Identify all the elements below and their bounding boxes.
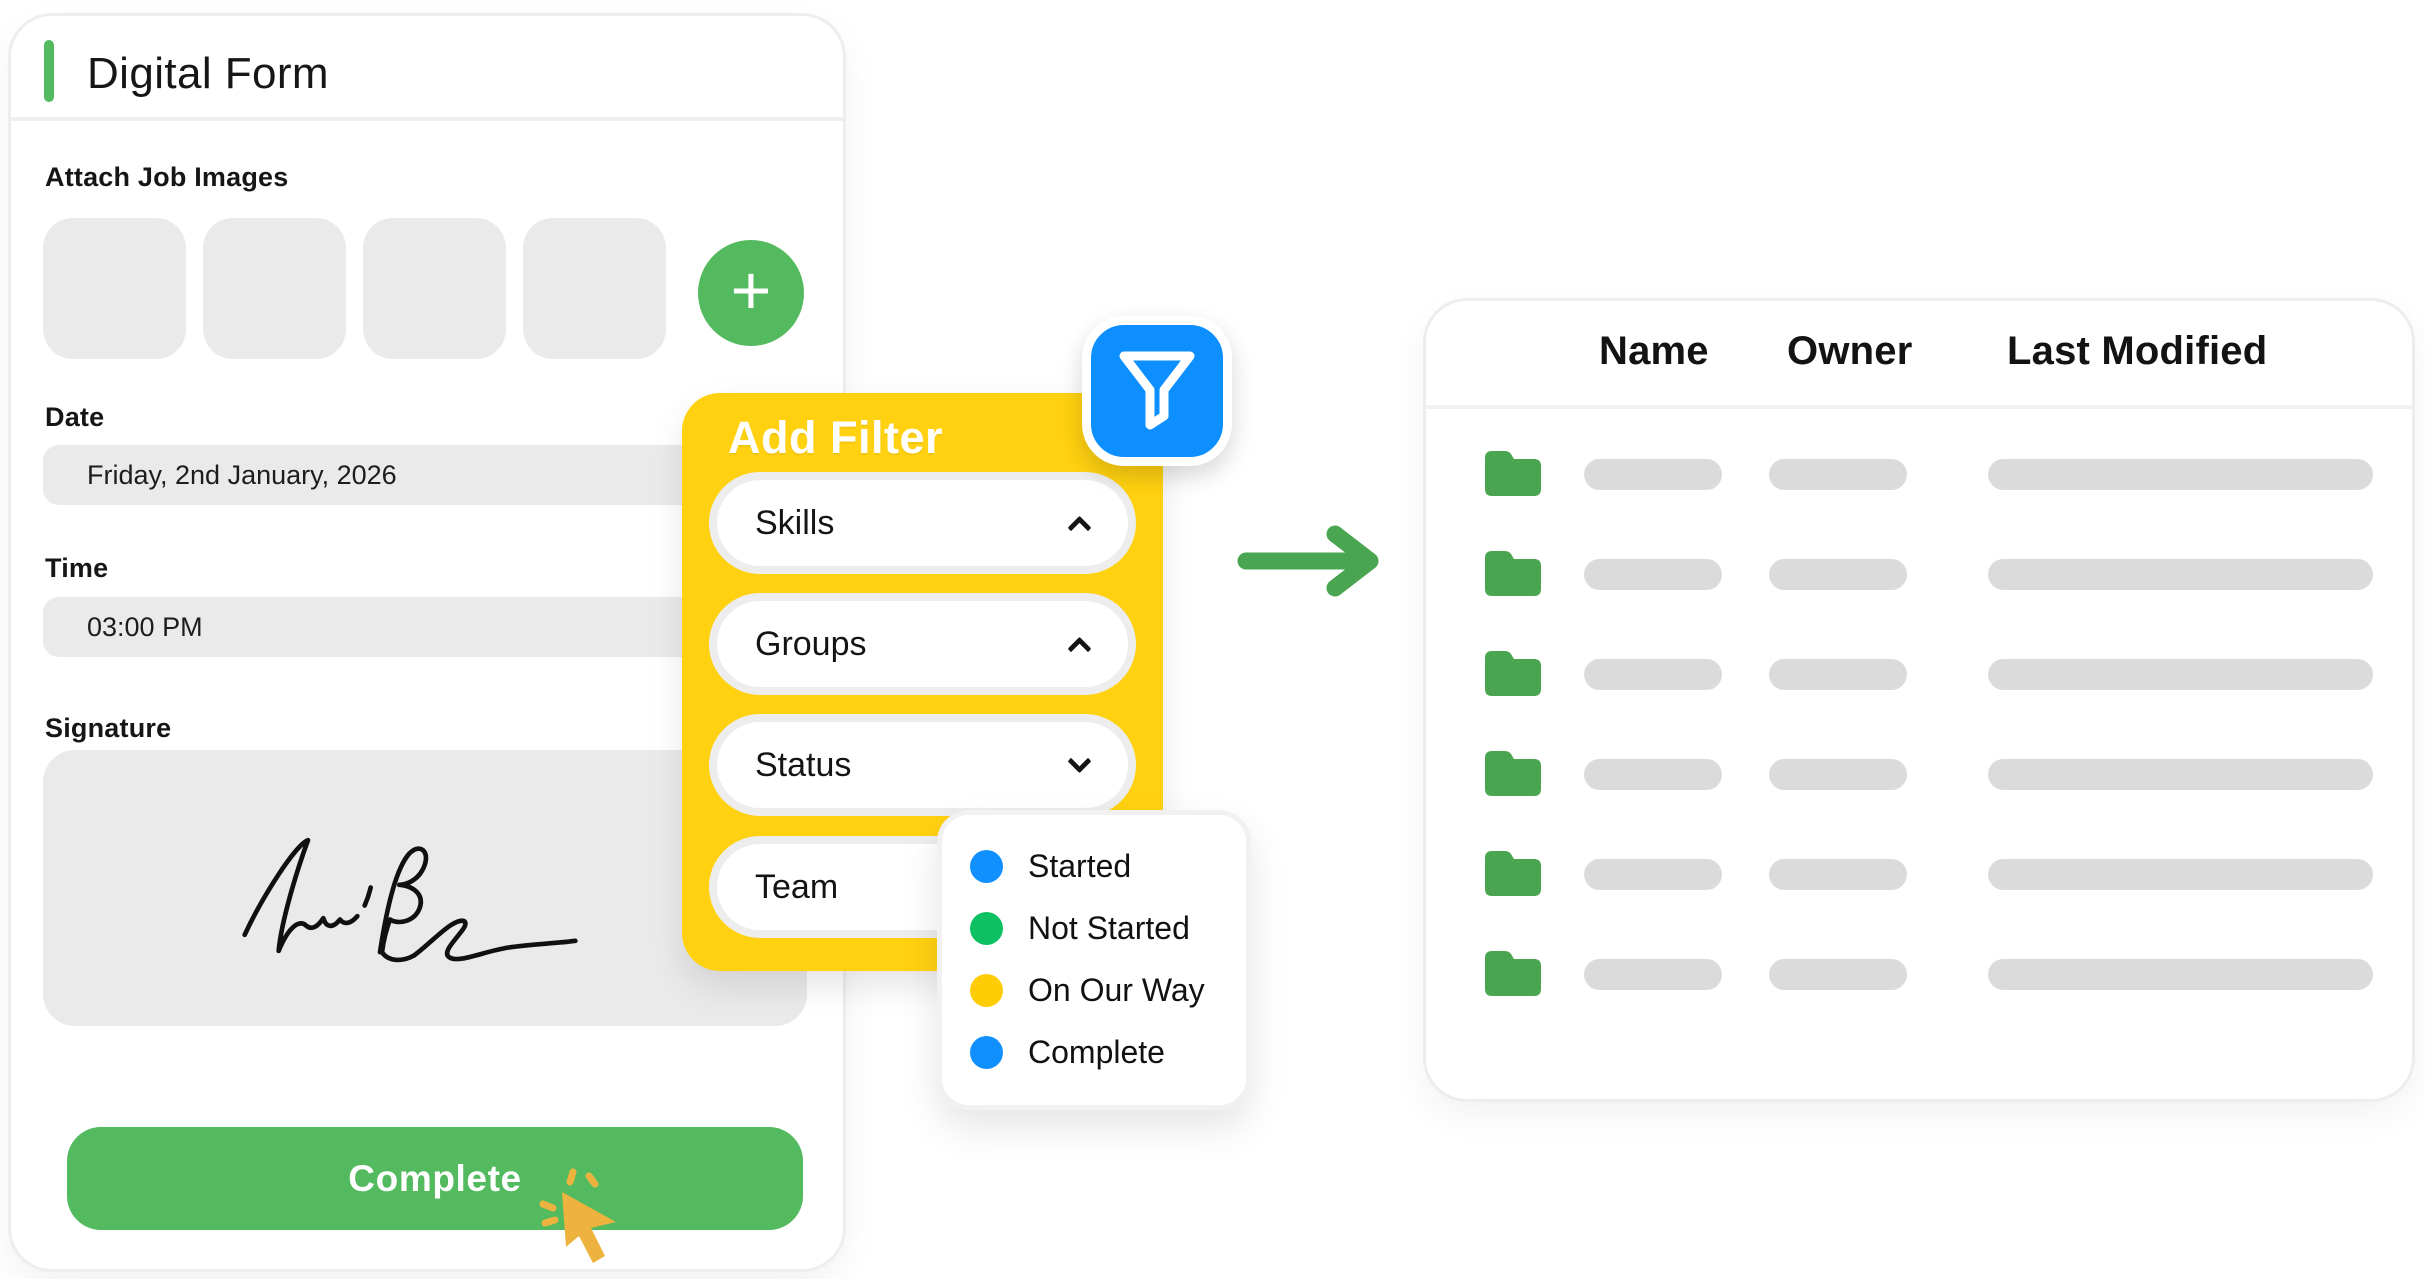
complete-button-label: Complete bbox=[348, 1157, 522, 1199]
status-option-label: Started bbox=[1028, 847, 1132, 884]
filter-option-label: Status bbox=[755, 745, 852, 784]
filter-option-status[interactable]: Status bbox=[709, 714, 1136, 816]
status-dot-yellow bbox=[970, 973, 1003, 1007]
flow-arrow-icon bbox=[1237, 525, 1379, 597]
placeholder-bar-last-modified bbox=[1988, 459, 2373, 490]
attach-images-label: Attach Job Images bbox=[45, 162, 289, 192]
form-title: Digital Form bbox=[87, 49, 329, 98]
status-option-label: Not Started bbox=[1028, 909, 1190, 946]
folder-icon bbox=[1485, 751, 1541, 796]
column-header-owner: Owner bbox=[1787, 329, 1913, 373]
image-slot-row bbox=[43, 218, 666, 359]
status-option-on-our-way[interactable]: On Our Way bbox=[970, 959, 1246, 1021]
placeholder-bar-last-modified bbox=[1988, 759, 2373, 790]
table-row[interactable] bbox=[1485, 749, 2412, 849]
status-option-label: Complete bbox=[1028, 1033, 1165, 1070]
filter-option-skills[interactable]: Skills bbox=[709, 472, 1136, 574]
image-placeholder-slot[interactable] bbox=[363, 218, 506, 359]
filter-option-label: Skills bbox=[755, 503, 835, 542]
status-dropdown-menu: Started Not Started On Our Way Complete bbox=[937, 810, 1251, 1110]
placeholder-bar-last-modified bbox=[1988, 959, 2373, 990]
column-header-name: Name bbox=[1599, 329, 1709, 373]
placeholder-bar-name bbox=[1584, 859, 1722, 890]
files-table-card: Name Owner Last Modified bbox=[1423, 298, 2415, 1102]
time-value: 03:00 PM bbox=[87, 611, 203, 642]
time-label: Time bbox=[45, 553, 109, 583]
signature-scribble bbox=[242, 837, 578, 963]
placeholder-bar-name bbox=[1584, 659, 1722, 690]
plus-icon: + bbox=[730, 251, 772, 329]
status-option-not-started[interactable]: Not Started bbox=[970, 897, 1246, 959]
status-option-started[interactable]: Started bbox=[970, 835, 1246, 897]
table-row[interactable] bbox=[1485, 449, 2412, 549]
filter-option-groups[interactable]: Groups bbox=[709, 593, 1136, 695]
chevron-up-icon bbox=[1067, 515, 1092, 540]
add-filter-panel: Add Filter Skills Groups Status Team bbox=[682, 393, 1163, 971]
folder-icon bbox=[1485, 851, 1541, 896]
title-accent-bar bbox=[44, 40, 54, 102]
status-dot-blue bbox=[970, 849, 1003, 883]
image-placeholder-slot[interactable] bbox=[523, 218, 666, 359]
status-dot-green bbox=[970, 911, 1003, 945]
placeholder-bar-name bbox=[1584, 759, 1722, 790]
chevron-down-icon bbox=[1067, 748, 1092, 773]
complete-button[interactable]: Complete bbox=[67, 1127, 803, 1230]
time-field[interactable]: 03:00 PM bbox=[43, 597, 807, 657]
column-header-last-modified: Last Modified bbox=[2007, 329, 2268, 373]
placeholder-bar-name bbox=[1584, 959, 1722, 990]
signature-pad[interactable] bbox=[43, 750, 807, 1026]
date-field[interactable]: Friday, 2nd January, 2026 bbox=[43, 445, 807, 505]
folder-icon bbox=[1485, 951, 1541, 996]
folder-icon bbox=[1485, 651, 1541, 696]
status-dot-blue bbox=[970, 1035, 1003, 1069]
add-image-button[interactable]: + bbox=[698, 240, 804, 346]
placeholder-bar-name bbox=[1584, 559, 1722, 590]
table-row[interactable] bbox=[1485, 549, 2412, 649]
table-header-divider bbox=[1426, 405, 2412, 409]
image-placeholder-slot[interactable] bbox=[43, 218, 186, 359]
placeholder-bar-last-modified bbox=[1988, 559, 2373, 590]
folder-icon bbox=[1485, 551, 1541, 596]
placeholder-bar-last-modified bbox=[1988, 859, 2373, 890]
signature-label: Signature bbox=[45, 713, 172, 743]
date-value: Friday, 2nd January, 2026 bbox=[87, 459, 397, 490]
table-row[interactable] bbox=[1485, 949, 2412, 1049]
filter-funnel-icon bbox=[1119, 351, 1195, 430]
placeholder-bar-last-modified bbox=[1988, 659, 2373, 690]
filter-button[interactable] bbox=[1082, 316, 1232, 466]
folder-icon bbox=[1485, 451, 1541, 496]
placeholder-bar-name bbox=[1584, 459, 1722, 490]
filter-option-label: Team bbox=[755, 867, 839, 906]
placeholder-bar-owner bbox=[1769, 859, 1907, 890]
table-row[interactable] bbox=[1485, 849, 2412, 949]
status-option-complete[interactable]: Complete bbox=[970, 1021, 1246, 1083]
table-row[interactable] bbox=[1485, 649, 2412, 749]
placeholder-bar-owner bbox=[1769, 459, 1907, 490]
placeholder-bar-owner bbox=[1769, 659, 1907, 690]
date-label: Date bbox=[45, 402, 105, 432]
image-placeholder-slot[interactable] bbox=[203, 218, 346, 359]
header-divider bbox=[11, 117, 843, 121]
status-option-label: On Our Way bbox=[1028, 971, 1205, 1008]
filter-option-label: Groups bbox=[755, 624, 867, 663]
add-filter-title: Add Filter bbox=[728, 412, 943, 463]
placeholder-bar-owner bbox=[1769, 559, 1907, 590]
chevron-up-icon bbox=[1067, 636, 1092, 661]
table-body bbox=[1485, 449, 2412, 1049]
placeholder-bar-owner bbox=[1769, 759, 1907, 790]
placeholder-bar-owner bbox=[1769, 959, 1907, 990]
